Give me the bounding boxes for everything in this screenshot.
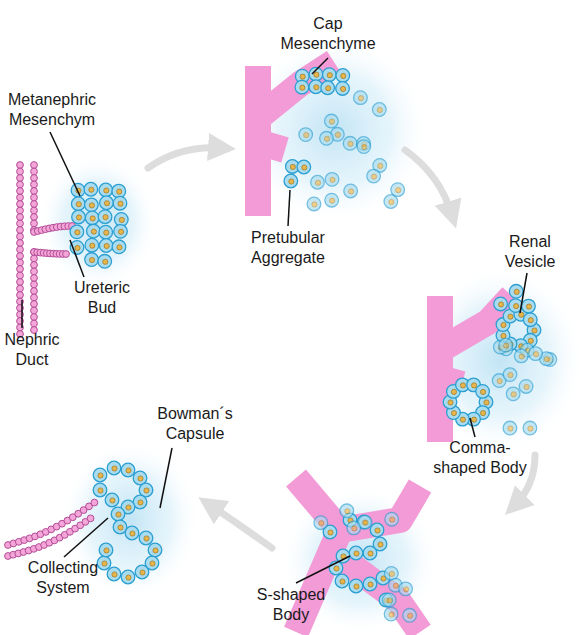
part-label: Cap Mesenchyme bbox=[278, 14, 378, 54]
part-label: Bowman´s Capsule bbox=[150, 404, 240, 444]
part-label: Collecting System bbox=[8, 558, 118, 598]
part-label: Pretubular Aggregate bbox=[228, 228, 348, 268]
part-label: Metanephric Mesenchym bbox=[2, 90, 102, 130]
glow bbox=[38, 35, 579, 635]
part-label: S-shaped Body bbox=[246, 585, 336, 625]
cells bbox=[70, 67, 557, 622]
part-label: Renal Vesicle bbox=[490, 232, 570, 272]
part-label: Nephric Duct bbox=[2, 330, 62, 370]
leader-lines bbox=[22, 58, 527, 583]
ureteric-tree bbox=[258, 62, 512, 632]
part-label: Comma-shaped Body bbox=[425, 438, 535, 478]
part-label: Ureteric Bud bbox=[62, 278, 142, 318]
process-arrows bbox=[148, 148, 535, 548]
